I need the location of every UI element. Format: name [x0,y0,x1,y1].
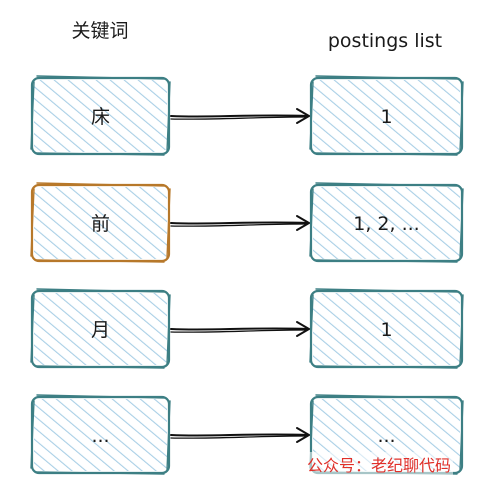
arrow-0-shaft [170,114,310,118]
arrow-2-shaft [170,327,310,331]
postings-box-0-fill [313,80,460,152]
postings-box-1 [309,182,464,263]
postings-box-1-fill [313,187,460,259]
keyword-label-0: 床 [91,106,110,128]
keyword-box-3 [30,394,171,475]
postings-box-2-fill [313,293,460,365]
index-rows: 床 1 前 1, 2, ... 月 1...... [30,75,464,475]
arrow-1-head [296,215,310,231]
postings-label-1: 1, 2, ... [353,213,419,235]
arrow-2-shaft-sketch [170,329,308,333]
arrow-2 [170,321,310,337]
keyword-box-2-fill [34,293,167,365]
postings-label-3: ... [377,425,395,447]
arrow-3 [170,427,310,443]
postings-box-1-sketch [309,182,464,263]
keyword-box-3-sketch [30,394,171,475]
keyword-column-header: 关键词 [71,20,128,42]
arrow-1 [170,215,310,231]
arrow-0-shaft-sketch [170,116,308,120]
arrow-2-head [296,321,310,337]
postings-box-3-sketch [309,394,464,475]
keyword-box-1 [30,182,171,263]
postings-box-2-sketch [309,288,464,369]
keyword-box-0-sketch [30,75,171,156]
watermark: 公众号：老纪聊代码 [305,452,454,476]
keyword-label-1: 前 [91,213,110,235]
keyword-box-1-fill [34,187,167,259]
postings-box-0 [309,75,464,156]
keyword-box-1-sketch [30,182,171,263]
keyword-box-2-sketch [30,288,171,369]
postings-label-2: 1 [380,319,392,341]
arrow-0-head [296,108,310,124]
keyword-box-0-fill [34,80,167,152]
arrow-3-shaft [170,433,310,437]
keyword-box-3-fill [34,399,167,471]
arrow-3-shaft-sketch [170,435,308,439]
arrow-3-head [296,427,310,443]
keyword-box-2 [30,288,171,369]
keyword-label-2: 月 [91,319,110,341]
keyword-label-3: ... [91,425,109,447]
arrow-0 [170,108,310,124]
postings-column-header: postings list [328,30,442,52]
keyword-box-0 [30,75,171,156]
postings-box-2 [309,288,464,369]
arrow-1-shaft-sketch [170,223,308,227]
arrow-1-shaft [170,221,310,225]
postings-box-0-sketch [309,75,464,156]
postings-label-0: 1 [380,106,392,128]
